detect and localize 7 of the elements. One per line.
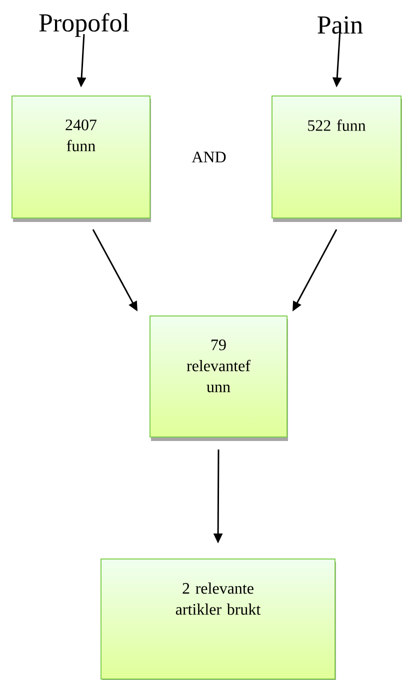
search-term: Pain	[318, 16, 363, 34]
process-box: 522 funn	[272, 96, 402, 222]
process-box: 79 relevantef unn	[150, 316, 288, 441]
search-term: Propofol	[39, 13, 129, 37]
process-box: 2407 funn	[12, 96, 151, 222]
operator-label: AND	[192, 152, 226, 162]
process-box: 2 relevante artikler brukt	[100, 558, 336, 680]
